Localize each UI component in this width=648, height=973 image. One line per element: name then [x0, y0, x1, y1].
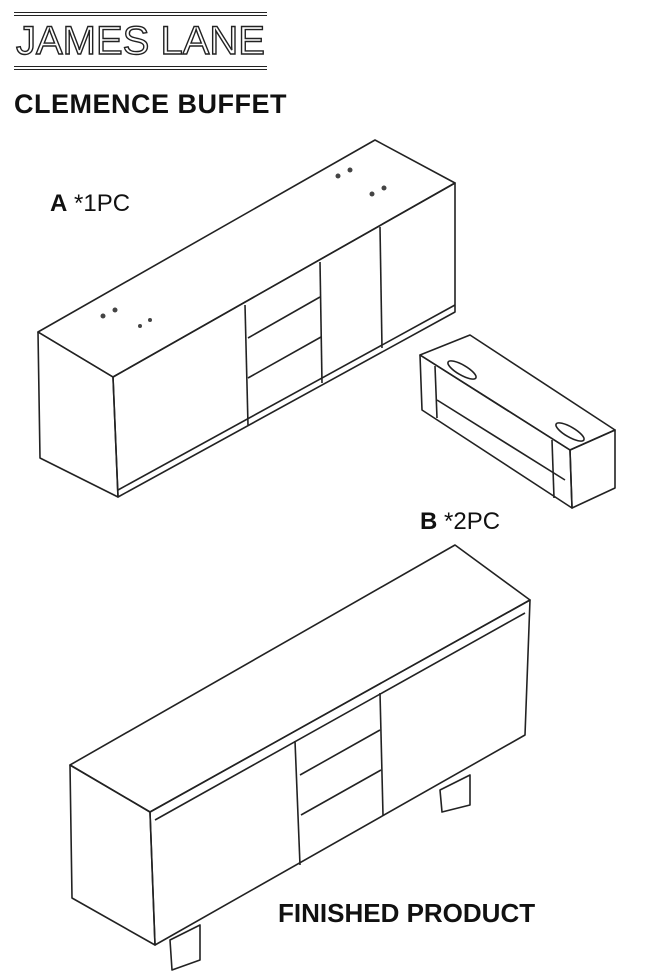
- logo-rule-bottom: [14, 66, 267, 70]
- logo-rule-top: [14, 12, 267, 16]
- part-letter: B: [420, 508, 438, 535]
- finished-product-label: FINISHED PRODUCT: [278, 898, 536, 928]
- finished-leg-back: [439, 774, 471, 813]
- part-a-drawing: [37, 139, 456, 498]
- part-b-top: [419, 334, 616, 451]
- logo-text: JAMES LANE: [15, 18, 265, 63]
- dowel-holes: [100, 167, 387, 328]
- part-qty: *1PC: [74, 190, 131, 217]
- finished-side: [69, 764, 156, 946]
- part-letter: A: [50, 190, 68, 217]
- part-b-drawing: [419, 334, 616, 509]
- part-a-label: A *1PC: [50, 190, 130, 218]
- finished-leg-front: [169, 924, 201, 971]
- brand-logo: JAMES LANE: [14, 10, 267, 72]
- part-b-front: [419, 354, 573, 509]
- part-qty: *2PC: [444, 508, 501, 535]
- part-a-front: [112, 182, 456, 498]
- product-title: CLEMENCE BUFFET: [14, 89, 287, 119]
- part-b-label: B *2PC: [420, 508, 500, 536]
- finished-front: [149, 599, 531, 946]
- finished-product-drawing: [69, 544, 531, 971]
- part-b-end: [569, 429, 616, 509]
- part-a-side: [37, 331, 119, 498]
